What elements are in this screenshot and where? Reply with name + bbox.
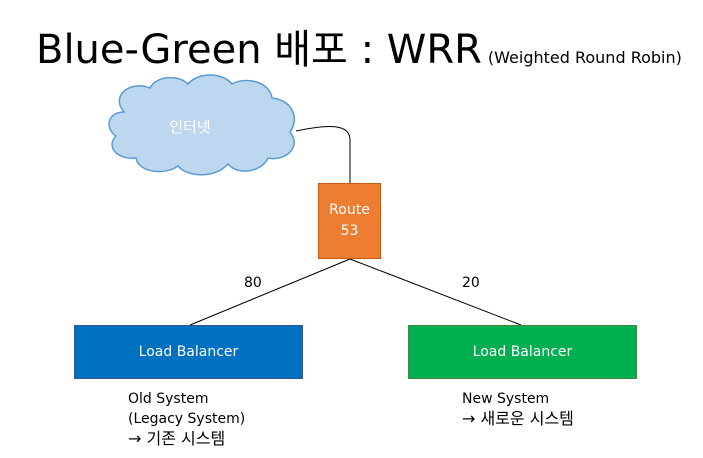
weight-new: 20	[462, 275, 480, 291]
title-main: Blue-Green 배포 : WRR	[36, 27, 482, 73]
old-caption-line2: (Legacy System)	[128, 411, 246, 427]
weight-old: 80	[244, 275, 262, 291]
load-balancer-new-label: Load Balancer	[472, 344, 573, 360]
route-to-new-line	[349, 258, 522, 326]
old-caption-line1: Old System	[128, 391, 209, 407]
internet-cloud-icon	[108, 74, 295, 176]
route-label-line1: Route	[329, 202, 370, 218]
old-system-caption: Old System (Legacy System) → 기존 시스템	[128, 389, 245, 449]
new-caption-line1: New System	[462, 391, 550, 407]
slide-title: Blue-Green 배포 : WRR (Weighted Round Robin…	[36, 30, 682, 70]
route-label-line2: 53	[340, 223, 359, 239]
new-caption-line2: → 새로운 시스템	[462, 409, 574, 428]
old-caption-line3: → 기존 시스템	[128, 429, 226, 448]
load-balancer-old: Load Balancer	[74, 325, 303, 379]
route-to-old-line	[189, 258, 351, 326]
cloud-route-connector	[295, 126, 351, 183]
load-balancer-old-label: Load Balancer	[138, 344, 239, 360]
new-system-caption: New System → 새로운 시스템	[462, 389, 574, 429]
title-subtitle: (Weighted Round Robin)	[487, 48, 682, 67]
route53-box: Route 53	[318, 183, 381, 259]
internet-label: 인터넷	[169, 118, 211, 136]
load-balancer-new: Load Balancer	[408, 325, 637, 379]
